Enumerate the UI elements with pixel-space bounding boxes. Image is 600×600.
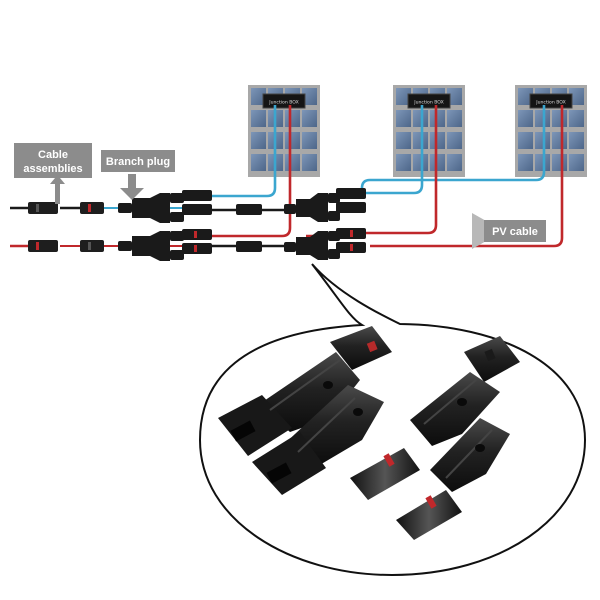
cable-assemblies-callout: Cable assemblies <box>14 143 92 204</box>
branch-connector-photo-right <box>350 336 520 540</box>
junction-box-label: Junction BOX <box>268 100 299 106</box>
solar-panel-1: Junction BOX <box>248 85 320 177</box>
connector-icon <box>28 240 104 252</box>
branch-plug-icon <box>284 193 340 222</box>
junction-box: Junction BOX <box>407 93 451 109</box>
cable-assemblies-label-line2: assemblies <box>23 163 82 175</box>
branch-plug-icon <box>118 193 184 223</box>
arrow-down-icon <box>120 174 144 200</box>
junction-box: Junction BOX <box>262 93 306 109</box>
branch-connector-photo-left <box>218 326 392 495</box>
junction-box: Junction BOX <box>529 93 573 109</box>
connector-icon <box>28 202 104 214</box>
panel-lead-connectors <box>182 190 262 254</box>
pv-cable-label: PV cable <box>492 226 538 238</box>
solar-panel-3: Junction BOX <box>515 85 587 177</box>
cable-assembly-connectors <box>28 202 104 252</box>
branch-plug-label: Branch plug <box>106 156 170 168</box>
branch-plug-callout: Branch plug <box>101 150 175 200</box>
cable-assemblies-label-line1: Cable <box>38 149 68 161</box>
panel2-lead-connectors <box>336 188 366 253</box>
junction-box-label: Junction BOX <box>535 100 566 106</box>
branch-plug-icon <box>118 231 184 261</box>
pv-cable-callout: PV cable <box>472 213 546 249</box>
solar-panel-2: Junction BOX <box>393 85 465 177</box>
branch-plugs-middle <box>284 193 340 260</box>
arrow-up-icon <box>50 175 65 204</box>
branch-plugs-left <box>118 193 184 261</box>
junction-box-label: Junction BOX <box>413 100 444 106</box>
